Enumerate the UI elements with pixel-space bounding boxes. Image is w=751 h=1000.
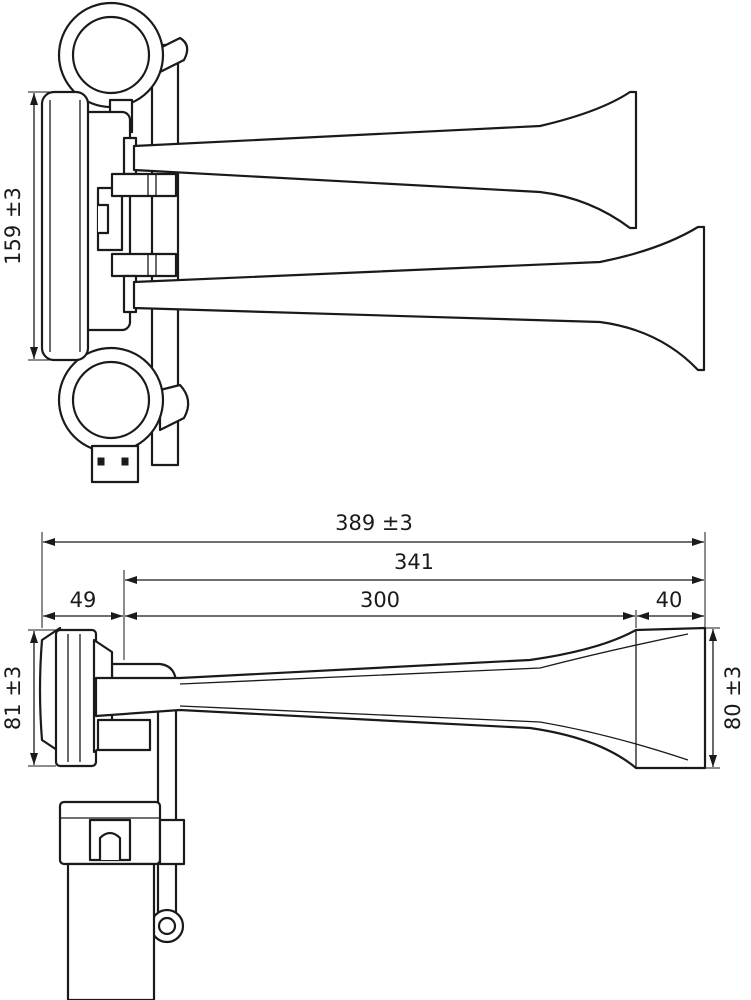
dimension-bell-diameter: 80 ±3 — [705, 627, 745, 769]
lower-cap — [57, 346, 190, 484]
top-base-block — [40, 90, 132, 362]
label-top-height: 159 ±3 — [1, 187, 25, 265]
side-view: 389 ±3 341 49 300 40 81 ±3 — [1, 511, 745, 1000]
top-view: 159 ±3 — [1, 1, 706, 484]
side-base-block — [38, 626, 152, 768]
side-trumpet-inner-bottom — [179, 705, 689, 761]
label-total-length: 389 ±3 — [335, 511, 413, 535]
side-trumpet — [94, 626, 707, 770]
label-tube-length: 300 — [360, 588, 400, 612]
side-trumpet-inner-top — [179, 633, 689, 685]
dimension-total-length: 389 ±3 — [43, 511, 704, 546]
lower-trumpet — [132, 225, 706, 372]
label-base-depth: 49 — [70, 588, 97, 612]
label-horn-length: 341 — [394, 550, 434, 574]
dimension-tube-length: 300 — [125, 588, 635, 620]
dimension-base-height: 81 ±3 — [1, 629, 56, 767]
label-bell-diameter: 80 ±3 — [721, 666, 745, 730]
label-base-height: 81 ±3 — [1, 666, 25, 730]
dimension-base-depth: 49 — [43, 588, 123, 620]
dimension-bell-depth: 40 — [637, 588, 704, 620]
dimension-horn-length: 341 — [125, 550, 704, 584]
upper-trumpet — [132, 90, 638, 230]
label-bell-depth: 40 — [656, 588, 683, 612]
dimension-top-height: 159 ±3 — [1, 91, 60, 361]
compressor-body — [58, 800, 186, 1000]
